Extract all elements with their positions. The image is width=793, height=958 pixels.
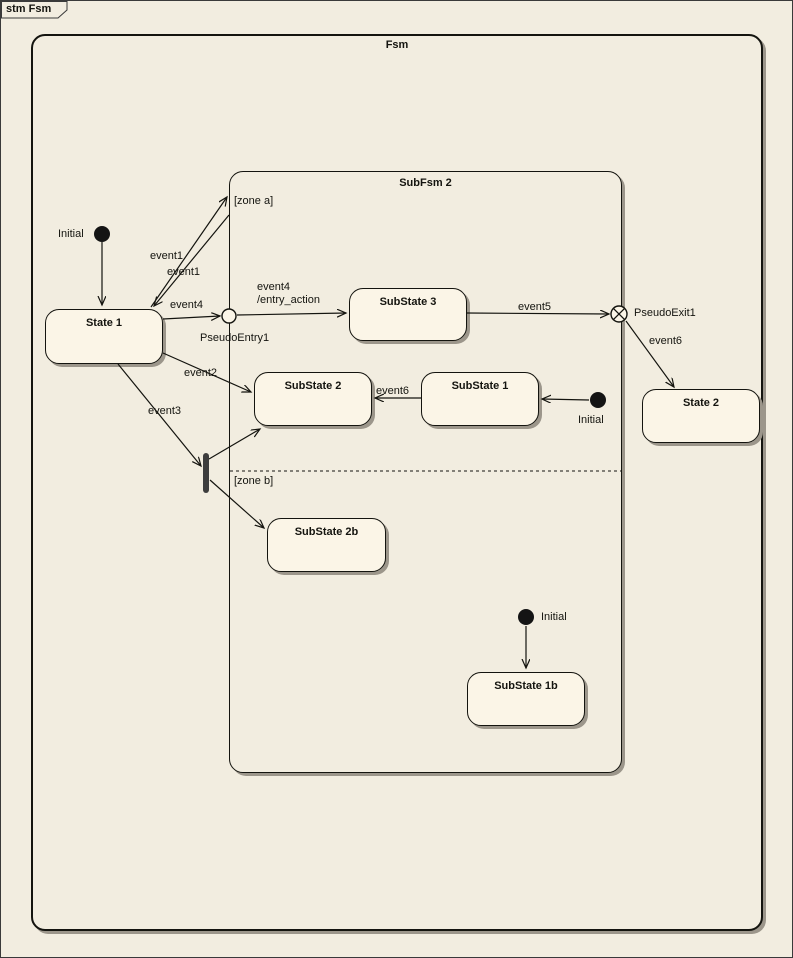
transition-label-event4-inner-line1: event4 bbox=[257, 281, 291, 293]
initial-top-label: Initial bbox=[58, 228, 84, 240]
state-state2[interactable]: State 2 bbox=[642, 389, 760, 443]
transition-label-event6-inner: event6 bbox=[376, 385, 410, 397]
state-state1[interactable]: State 1 bbox=[45, 309, 163, 364]
transition-label-event3: event3 bbox=[148, 405, 182, 417]
transition-label-event6-outer: event6 bbox=[649, 335, 683, 347]
state-substate3[interactable]: SubState 3 bbox=[349, 288, 467, 341]
transition-label-event2: event2 bbox=[184, 367, 218, 379]
zone-b-label: [zone b] bbox=[234, 475, 274, 487]
state-substate2-label: SubState 2 bbox=[284, 380, 342, 392]
state-state2-label: State 2 bbox=[682, 397, 720, 409]
state-substate1[interactable]: SubState 1 bbox=[421, 372, 539, 426]
state-substate2[interactable]: SubState 2 bbox=[254, 372, 372, 426]
transition-label-event4-outer: event4 bbox=[170, 299, 204, 311]
transition-label-event4-inner: event4 /entry_action bbox=[257, 281, 320, 307]
state-substate1-label: SubState 1 bbox=[451, 380, 509, 392]
transition-label-entry-action: /entry_action bbox=[257, 294, 320, 306]
subfsm2-title: SubFsm 2 bbox=[399, 177, 452, 189]
state-substate1b-label: SubState 1b bbox=[494, 680, 558, 692]
state-state1-label: State 1 bbox=[85, 317, 123, 329]
transition-label-event1-down: event1 bbox=[167, 266, 201, 278]
state-substate1b[interactable]: SubState 1b bbox=[467, 672, 585, 726]
state-substate2b[interactable]: SubState 2b bbox=[267, 518, 386, 572]
transition-label-event5: event5 bbox=[518, 301, 552, 313]
fsm-title: Fsm bbox=[385, 39, 409, 51]
state-substate2b-label: SubState 2b bbox=[294, 526, 359, 538]
initial-bottom-label: Initial bbox=[541, 611, 567, 623]
state-substate3-label: SubState 3 bbox=[379, 296, 437, 308]
frame-tab-label: stm Fsm bbox=[6, 3, 52, 15]
transition-label-event1-up: event1 bbox=[150, 250, 184, 262]
zone-a-label: [zone a] bbox=[234, 195, 274, 207]
exit-point-label: PseudoExit1 bbox=[634, 307, 696, 319]
entry-point-label: PseudoEntry1 bbox=[200, 332, 270, 344]
initial-right-label: Initial bbox=[578, 414, 604, 426]
